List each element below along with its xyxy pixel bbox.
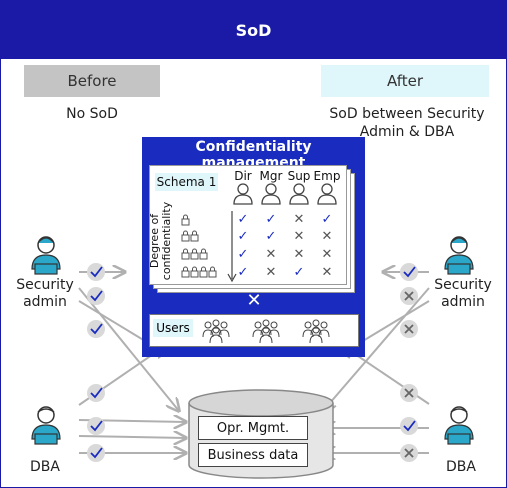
cross-badge-icon — [400, 444, 418, 462]
right-dba-label: DBA — [446, 459, 476, 475]
page-title: SoD — [1, 1, 506, 59]
before-label: Before — [24, 65, 160, 97]
combine-symbol: ✕ — [246, 290, 262, 311]
confidentiality-axis-arrow — [227, 211, 237, 283]
person-icon — [317, 183, 337, 205]
col-emp: Emp — [313, 169, 341, 183]
after-label: After — [321, 65, 489, 97]
db-item-business-data: Business data — [198, 443, 308, 467]
cross-badge-icon — [400, 287, 418, 305]
check-icon: ✓ — [293, 265, 305, 280]
check-icon: ✓ — [265, 229, 277, 244]
person-icon — [261, 183, 281, 205]
cross-icon: ✕ — [321, 229, 333, 244]
user-group-icons — [202, 319, 330, 344]
cross-icon: ✕ — [265, 247, 277, 262]
users-label: Users — [153, 319, 193, 337]
left-dba-label: DBA — [30, 459, 60, 475]
check-badge-icon — [87, 320, 105, 338]
cross-badge-icon — [400, 384, 418, 402]
after-caption-line1: SoD between Security — [329, 106, 485, 122]
cross-icon: ✕ — [293, 247, 305, 262]
right-dba-person-icon — [444, 406, 474, 445]
users-box: Users — [149, 314, 359, 347]
check-icon: ✓ — [321, 212, 333, 227]
check-icon: ✓ — [237, 212, 249, 227]
cross-icon: ✕ — [265, 265, 277, 280]
group-icon — [302, 319, 330, 344]
check-badge-icon — [87, 444, 105, 462]
left-security-admin-person-icon — [31, 236, 61, 275]
right-security-admin-person-icon — [444, 236, 474, 275]
group-icon — [202, 319, 230, 344]
check-badge-icon — [400, 263, 418, 281]
lock-icon — [181, 248, 208, 260]
lock-icon — [181, 230, 199, 242]
group-icon — [252, 319, 280, 344]
person-icon — [289, 183, 309, 205]
lock-icon — [181, 214, 190, 226]
lock-icon — [181, 266, 217, 278]
check-badge-icon — [87, 417, 105, 435]
check-icon: ✓ — [265, 212, 277, 227]
after-caption-line2: Admin & DBA — [359, 124, 455, 140]
left-dba-person-icon — [31, 406, 61, 445]
col-sup: Sup — [287, 169, 311, 183]
check-badge-icon — [87, 287, 105, 305]
check-badge-icon — [87, 263, 105, 281]
check-badge-icon — [87, 384, 105, 402]
cross-icon: ✕ — [293, 229, 305, 244]
check-icon: ✓ — [237, 265, 249, 280]
col-mgr: Mgr — [259, 169, 283, 183]
check-icon: ✓ — [237, 229, 249, 244]
cross-icon: ✕ — [321, 265, 333, 280]
cross-icon: ✕ — [293, 212, 305, 227]
schema-label: Schema 1 — [155, 173, 218, 191]
cross-badge-icon — [400, 320, 418, 338]
before-caption: No SoD — [66, 106, 118, 122]
check-icon: ✓ — [237, 247, 249, 262]
lock-icons — [181, 214, 217, 278]
db-item-opr-mgmt: Opr. Mgmt. — [198, 416, 308, 440]
right-security-admin-label: Security admin — [434, 277, 492, 310]
column-person-icons — [233, 183, 337, 205]
col-dir: Dir — [234, 169, 252, 183]
left-security-admin-label: Security admin — [16, 277, 74, 310]
check-badge-icon — [400, 417, 418, 435]
person-icon — [233, 183, 253, 205]
cross-icon: ✕ — [321, 247, 333, 262]
